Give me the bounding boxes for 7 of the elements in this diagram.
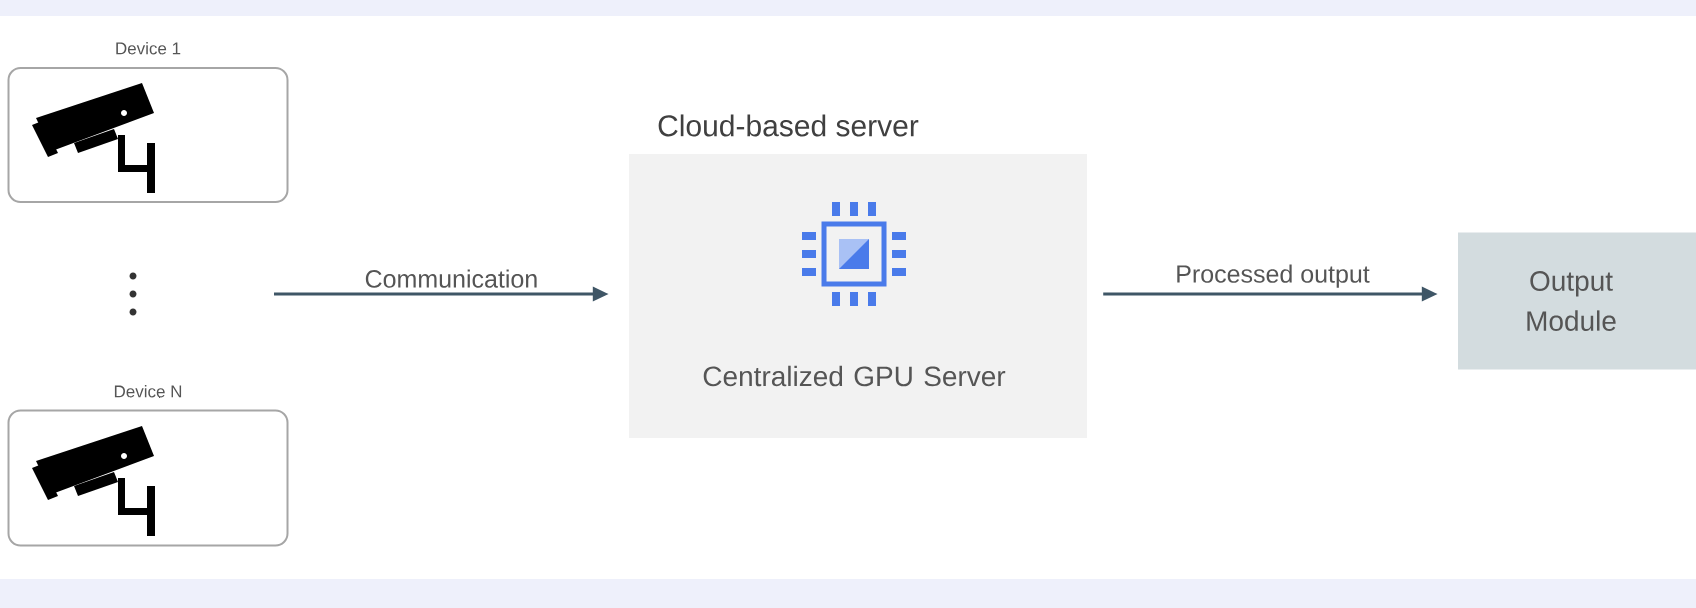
device-label: Device N: [114, 385, 182, 398]
edge-label: Processed output: [1173, 262, 1372, 290]
output-box: Output Module: [1458, 232, 1696, 370]
server-box: Centralized GPU Server: [629, 154, 1087, 438]
device-label: Device 1: [116, 42, 181, 55]
server-heading: Cloud-based server: [658, 114, 919, 137]
edge-label: Communication: [362, 267, 541, 290]
